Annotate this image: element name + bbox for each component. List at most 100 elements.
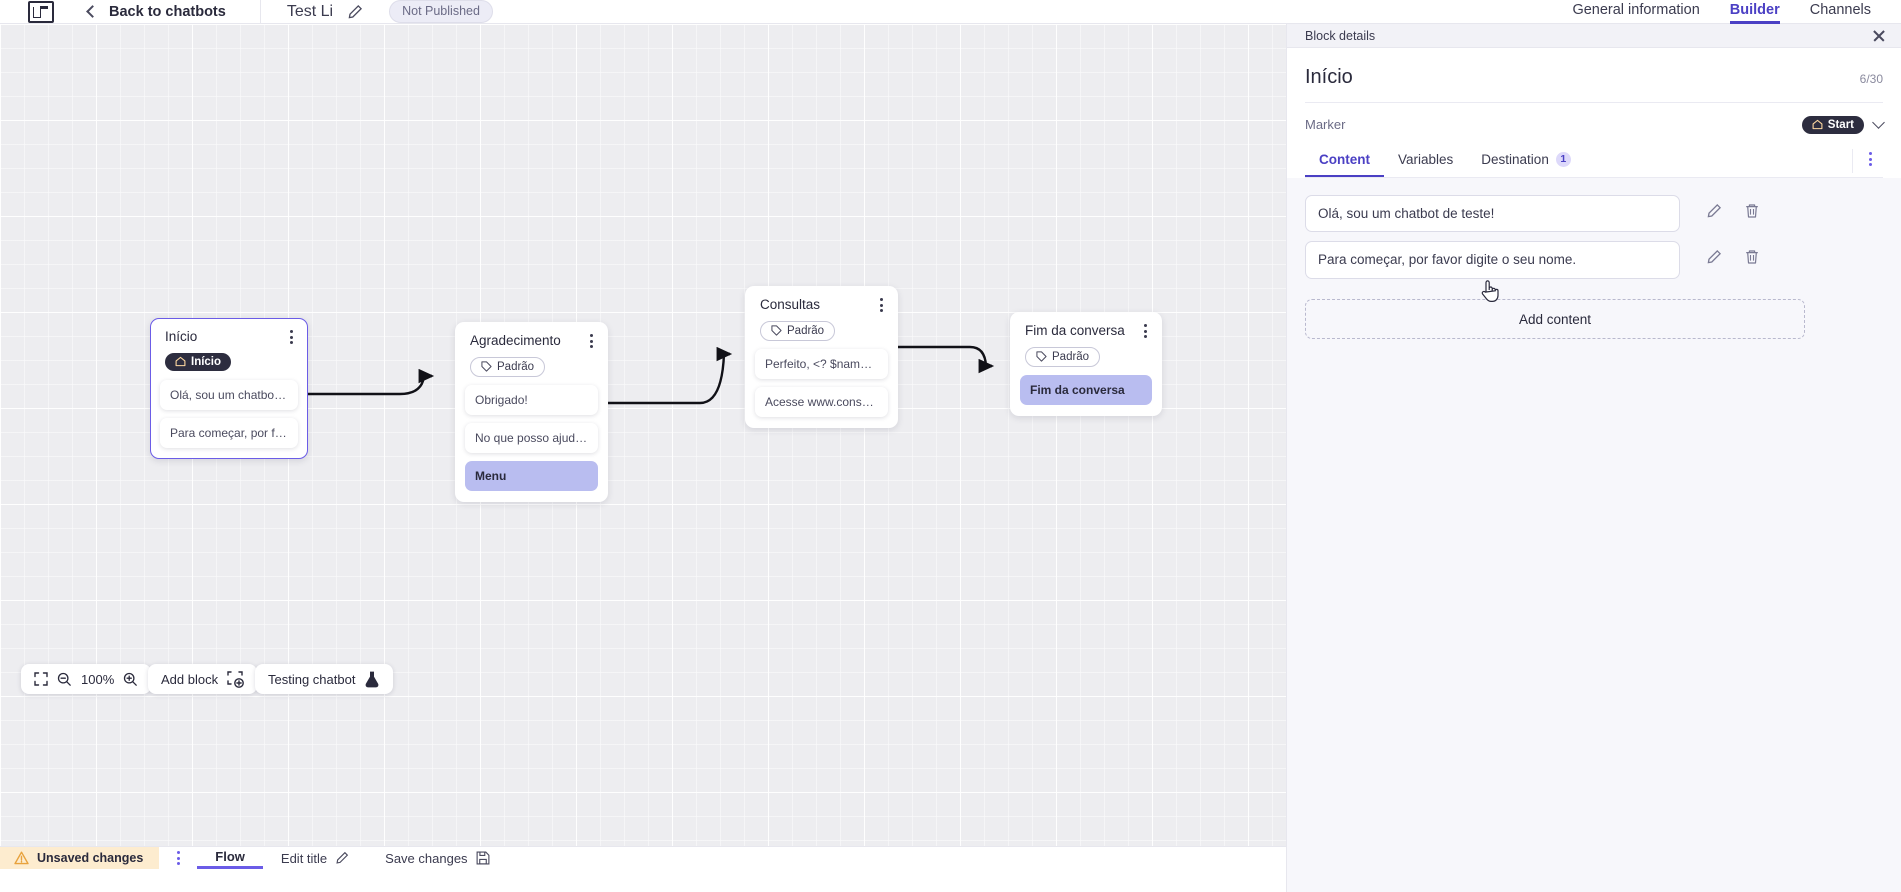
home-icon: [175, 356, 186, 367]
add-content-label: Add content: [1518, 311, 1592, 327]
node-content-row[interactable]: Olá, sou um chatbot de teste!: [160, 380, 298, 410]
panel-tab-destination[interactable]: Destination 1: [1467, 146, 1585, 177]
node-content-row[interactable]: Perfeito, <? $name ?>!: [755, 349, 888, 379]
home-icon: [1812, 119, 1823, 130]
panel-tabs: Content Variables Destination 1: [1305, 146, 1883, 178]
node-header: Consultas: [755, 297, 888, 313]
content-item: Olá, sou um chatbot de teste!: [1305, 194, 1883, 233]
node-content-row[interactable]: No que posso ajudar, <? $name ...: [465, 423, 598, 453]
node-menu-button[interactable]: [1138, 323, 1152, 339]
testing-chatbot-label: Testing chatbot: [268, 671, 356, 687]
save-changes-button[interactable]: Save changes: [367, 847, 507, 869]
marker-select[interactable]: Start: [1801, 116, 1885, 134]
panel-header: Block details: [1287, 24, 1901, 48]
pencil-icon[interactable]: [1706, 203, 1722, 219]
node-menu-button[interactable]: [284, 329, 298, 345]
node-tag-padrao: Padrão: [470, 357, 546, 377]
node-content-row[interactable]: Obrigado!: [465, 385, 598, 415]
block-details-panel: Block details Início 6/30 Marker Start: [1286, 24, 1901, 892]
char-counter: 6/30: [1859, 72, 1883, 86]
node-tag-padrao: Padrão: [1025, 347, 1101, 367]
add-content-button[interactable]: Add content: [1305, 299, 1805, 340]
panel-tab-variables[interactable]: Variables: [1384, 146, 1467, 177]
node-content-row[interactable]: Para começar, por favor digite o ...: [160, 418, 298, 448]
edit-title-button[interactable]: Edit title: [263, 847, 367, 869]
zoom-in-icon[interactable]: [123, 672, 138, 687]
tag-icon: [1036, 351, 1047, 362]
zoom-level-label: 100%: [81, 671, 115, 687]
back-to-chatbots-label: Back to chatbots: [109, 3, 226, 20]
tab-general-information[interactable]: General information: [1572, 2, 1700, 18]
tag-icon: [481, 361, 492, 372]
marker-value-badge[interactable]: Start: [1801, 116, 1864, 134]
flow-node-agradecimento[interactable]: Agradecimento Padrão Obrigado! No que po…: [455, 322, 608, 502]
chatbot-title: Test Li: [286, 2, 334, 20]
flow-node-fim-da-conversa[interactable]: Fim da conversa Padrão Fim da conversa: [1010, 312, 1162, 416]
trash-icon[interactable]: [1744, 249, 1760, 265]
add-block-label: Add block: [161, 671, 219, 687]
chevron-down-icon[interactable]: [1872, 116, 1885, 130]
pencil-icon: [336, 851, 349, 864]
trash-icon[interactable]: [1744, 203, 1760, 219]
content-text[interactable]: Olá, sou um chatbot de teste!: [1305, 194, 1680, 233]
testing-chatbot-button[interactable]: Testing chatbot: [255, 664, 394, 694]
node-menu-button[interactable]: [874, 297, 888, 313]
app-logo-icon: [28, 0, 54, 23]
bottom-tab-flow[interactable]: Flow: [197, 847, 263, 869]
flow-label: Flow: [215, 849, 245, 864]
tab-builder[interactable]: Builder: [1729, 2, 1780, 24]
panel-tab-label: Destination: [1481, 151, 1549, 167]
pencil-icon[interactable]: [1706, 249, 1722, 265]
top-bar: Back to chatbots Test Li Not Published G…: [0, 0, 1901, 24]
panel-tab-label: Variables: [1398, 151, 1454, 167]
node-tag-label: Padrão: [497, 360, 535, 373]
warning-triangle-icon: [14, 851, 29, 865]
node-header: Agradecimento: [465, 333, 598, 349]
node-title: Consultas: [760, 297, 821, 312]
node-tag-start: Início: [165, 353, 232, 371]
tab-channels[interactable]: Channels: [1809, 2, 1871, 18]
zoom-out-icon[interactable]: [57, 672, 72, 687]
fit-screen-icon[interactable]: [34, 672, 48, 686]
node-content-row-menu[interactable]: Menu: [465, 461, 598, 491]
panel-tab-label: Content: [1319, 151, 1370, 167]
bottom-more-menu-button[interactable]: [159, 847, 197, 869]
flow-node-consultas[interactable]: Consultas Padrão Perfeito, <? $name ?>! …: [745, 286, 898, 428]
bottom-bar: Unsaved changes Flow Edit title Save cha…: [0, 846, 1286, 869]
flow-canvas[interactable]: Início Início Olá, sou um chatbot de tes…: [0, 24, 1286, 869]
add-block-icon: [227, 670, 244, 688]
tag-icon: [771, 325, 782, 336]
block-title: Início: [1305, 66, 1353, 88]
unsaved-changes-label: Unsaved changes: [37, 851, 144, 865]
node-content-row[interactable]: Fim da conversa: [1020, 375, 1152, 405]
close-icon[interactable]: [1871, 28, 1887, 44]
flow-node-inicio[interactable]: Início Início Olá, sou um chatbot de tes…: [150, 318, 308, 459]
save-changes-label: Save changes: [385, 850, 468, 866]
node-title: Fim da conversa: [1025, 323, 1125, 338]
node-menu-button[interactable]: [584, 333, 598, 349]
topbar-divider: [259, 0, 261, 24]
edit-title-label: Edit title: [280, 850, 328, 866]
edge-agradecimento-consultas: [607, 346, 733, 405]
panel-tab-content[interactable]: Content: [1305, 146, 1384, 177]
pencil-icon[interactable]: [347, 4, 363, 20]
content-item-actions: [1680, 195, 1760, 219]
panel-body: Início 6/30 Marker Start Conten: [1287, 48, 1901, 178]
content-text[interactable]: Para começar, por favor digite o seu nom…: [1305, 241, 1680, 280]
back-to-chatbots-button[interactable]: Back to chatbots: [86, 3, 226, 20]
unsaved-changes-indicator: Unsaved changes: [0, 847, 160, 869]
node-header: Início: [160, 329, 298, 345]
node-tag-padrao: Padrão: [760, 321, 836, 341]
panel-more-menu-button[interactable]: [1852, 149, 1883, 173]
add-block-button[interactable]: Add block: [148, 664, 258, 694]
marker-row: Marker Start: [1305, 103, 1885, 146]
zoom-controls[interactable]: 100%: [21, 664, 152, 694]
publish-status-badge: Not Published: [389, 0, 493, 23]
node-title: Início: [165, 329, 198, 344]
content-item-actions: [1680, 241, 1760, 265]
node-content-row[interactable]: Acesse www.consultas.com par...: [755, 387, 888, 417]
block-title-row: Início 6/30: [1305, 48, 1883, 103]
marker-value-label: Start: [1827, 118, 1854, 131]
node-tag-label: Padrão: [787, 324, 825, 337]
